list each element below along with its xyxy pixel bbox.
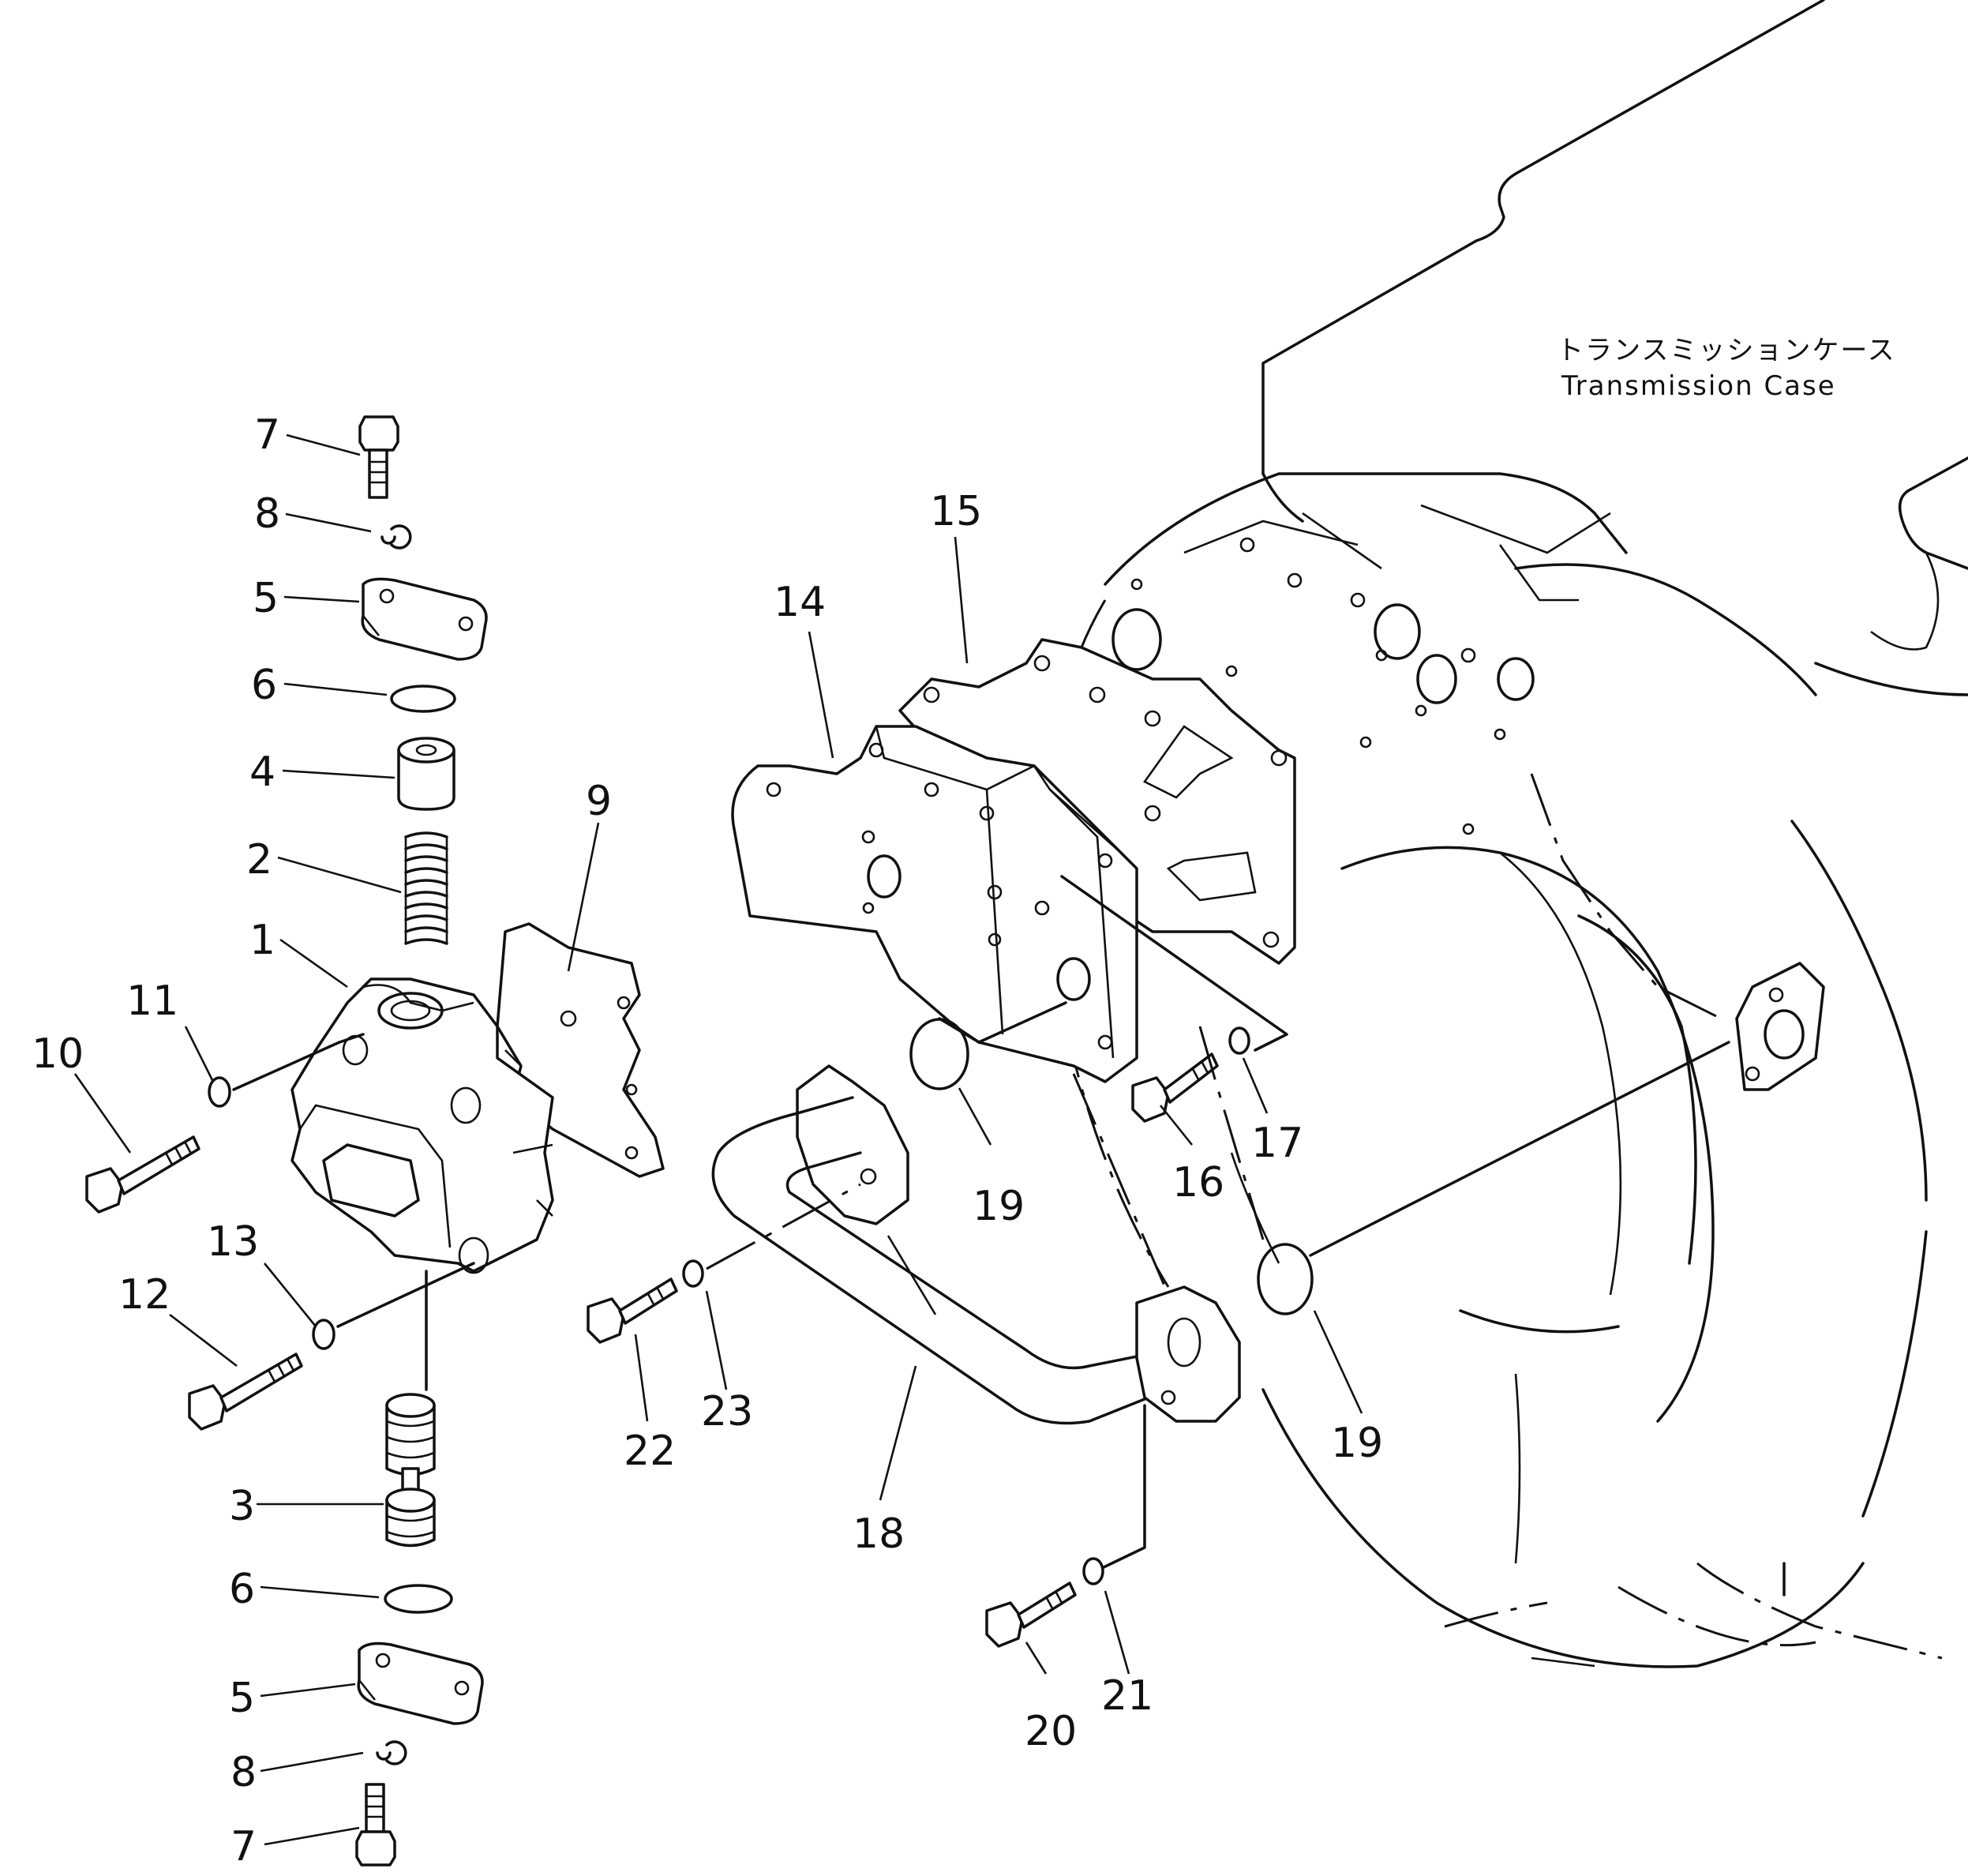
callout-21: 21 <box>1101 1672 1153 1720</box>
part-8-washer-bottom <box>376 1740 407 1765</box>
part-6-oring-bottom <box>384 1584 453 1614</box>
callout-22: 22 <box>624 1428 676 1475</box>
callout-4: 4 <box>249 749 276 796</box>
transmission-case-label: トランスミッションケース Transmission Case <box>1557 335 1896 402</box>
part-23-washer <box>682 1259 704 1288</box>
part-13-washer <box>312 1319 335 1350</box>
part-4-sleeve <box>397 737 455 811</box>
callout-18: 18 <box>853 1510 905 1558</box>
callout-20: 20 <box>1025 1708 1077 1755</box>
leader-lines <box>73 433 1363 1846</box>
callout-10: 10 <box>32 1030 84 1078</box>
part-7-bolt-bottom <box>355 1783 396 1867</box>
callout-14: 14 <box>774 579 826 626</box>
part-8-washer-top <box>380 524 412 550</box>
part-10-bolt <box>85 1135 201 1214</box>
part-22-bolt <box>587 1278 678 1344</box>
callout-1: 1 <box>249 917 276 964</box>
callout-6-bottom: 6 <box>229 1566 255 1613</box>
callout-7-top: 7 <box>254 411 280 459</box>
callout-19-right: 19 <box>1331 1420 1383 1467</box>
part-18-pipe <box>711 1064 1241 1425</box>
part-12-bolt <box>188 1353 303 1431</box>
callout-9: 9 <box>586 778 612 825</box>
part-14-housing <box>731 725 1138 1083</box>
callout-17: 17 <box>1251 1120 1303 1167</box>
callout-numbers: 7 8 5 6 4 2 9 1 11 10 13 12 3 6 5 8 7 14… <box>32 411 1383 1870</box>
part-16-bolt <box>1131 1052 1219 1123</box>
callout-6-top: 6 <box>251 662 277 709</box>
part-3-spool <box>385 1393 436 1548</box>
callout-2: 2 <box>246 836 272 884</box>
callout-5-bottom: 5 <box>229 1675 255 1722</box>
callout-13: 13 <box>207 1218 259 1266</box>
callout-23: 23 <box>701 1388 753 1435</box>
case-label-english: Transmission Case <box>1561 370 1836 402</box>
part-21-washer <box>1082 1557 1104 1585</box>
callout-12: 12 <box>118 1271 171 1319</box>
callout-15: 15 <box>930 488 982 535</box>
part-1-valve-body <box>291 977 554 1274</box>
center-lines <box>232 875 1730 1569</box>
part-5-cover-top <box>361 577 488 661</box>
callout-3: 3 <box>229 1483 255 1530</box>
part-11-washer <box>208 1076 231 1108</box>
part-2-spring <box>404 831 448 945</box>
part-7-bolt-top <box>358 415 399 499</box>
callout-11: 11 <box>126 977 178 1025</box>
callout-8-bottom: 8 <box>231 1749 257 1796</box>
part-20-bolt <box>985 1581 1077 1648</box>
callout-7-bottom: 7 <box>231 1823 257 1870</box>
part-6-oring-top <box>390 685 456 713</box>
callout-5-top: 5 <box>253 575 279 622</box>
part-17-washer <box>1228 1026 1250 1055</box>
part-5-cover-bottom <box>357 1642 484 1725</box>
callout-8-top: 8 <box>254 490 280 538</box>
callout-19-left: 19 <box>973 1183 1025 1230</box>
case-label-japanese: トランスミッションケース <box>1557 335 1896 366</box>
callout-16: 16 <box>1172 1159 1224 1206</box>
